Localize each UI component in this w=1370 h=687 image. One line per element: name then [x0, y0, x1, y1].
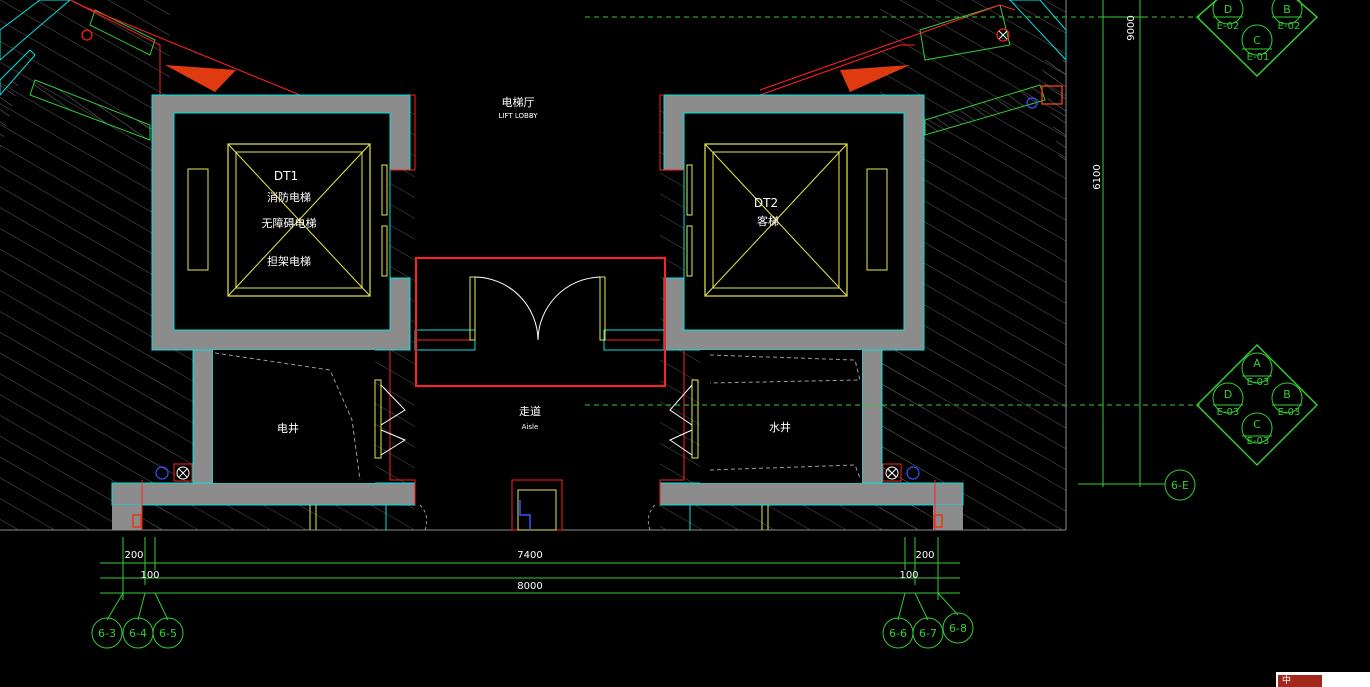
tag-mid-bottom-code: E-03: [1247, 436, 1270, 447]
ime-status-label: 中: [1278, 675, 1322, 687]
tag-top-right-code: E-02: [1278, 21, 1301, 32]
tag-mid-top-code: E-03: [1247, 377, 1270, 388]
aisle-cn: 走道: [519, 404, 541, 418]
tag-top-bottom-code: E-01: [1247, 52, 1270, 63]
dim-right-100: 100: [899, 570, 918, 581]
section-tag-top: D B E-02 E-02 C E-01: [1195, 0, 1319, 78]
top-left-stair: [0, 0, 410, 150]
dt2-line1: 客梯: [757, 214, 779, 228]
dt1-line3: 担架电梯: [267, 254, 311, 268]
grid-bubble-6-7: 6-7: [919, 627, 937, 640]
elec-shaft-label: 电井: [277, 421, 299, 435]
dim-6100: 6100: [1092, 164, 1103, 189]
dt1-code: DT1: [274, 169, 298, 183]
red-wall-outlines: [141, 94, 936, 530]
grid-bubble-6-5: 6-5: [159, 627, 177, 640]
grid-bubble-6e-label: 6-E: [1171, 479, 1189, 492]
tag-top-d: D: [1224, 3, 1232, 16]
section-tag-mid: A E-03 D B E-03 E-03 C E-03: [1195, 343, 1319, 467]
grid-bubble-6-3: 6-3: [98, 627, 116, 640]
tag-top-b: B: [1283, 3, 1291, 16]
tag-mid-b: B: [1283, 388, 1291, 401]
dim-left-100: 100: [140, 570, 159, 581]
tag-mid-d: D: [1224, 388, 1232, 401]
tag-mid-c: C: [1253, 418, 1261, 431]
shaft-walls: [111, 94, 964, 530]
dim-7400: 7400: [517, 550, 542, 561]
shaft-doors: [214, 352, 861, 481]
aisle-en: Aisle: [522, 423, 539, 431]
bottom-center-stair: [309, 479, 769, 531]
dt1-line2: 无障碍电梯: [262, 216, 317, 230]
bottom-dimensions: 200 100 7400 100 200 8000: [100, 537, 960, 600]
tag-mid-right-code: E-03: [1278, 407, 1301, 418]
tag-top-left-code: E-02: [1217, 21, 1240, 32]
central-double-door: [414, 276, 665, 351]
dt1-line1: 消防电梯: [267, 190, 311, 204]
highlight-box: [415, 257, 666, 387]
lift-lobby-en: LIFT LOBBY: [498, 112, 538, 120]
elevator-car-dt2: [686, 143, 888, 297]
tag-mid-a: A: [1253, 357, 1261, 370]
bottom-grid-bubbles: 6-3 6-4 6-5 6-6 6-7 6-8: [91, 592, 974, 649]
dim-left-200: 200: [124, 550, 143, 561]
grid-bubble-6-4: 6-4: [129, 627, 147, 640]
grid-bubble-6-6: 6-6: [889, 627, 907, 640]
room-labels: 电梯厅 LIFT LOBBY 走道 Aisle 电井 水井 DT1 消防电梯 无…: [262, 96, 792, 435]
equipment-symbols: [132, 463, 943, 528]
ime-status-tab[interactable]: 中: [1276, 672, 1370, 687]
grid-bubble-6e: 6-E: [1164, 469, 1196, 501]
tag-top-c: C: [1253, 34, 1261, 47]
dim-8000: 8000: [517, 581, 542, 592]
vertical-dimensions: 9000 6100: [1092, 0, 1145, 487]
dim-right-200: 200: [915, 550, 934, 561]
dt2-code: DT2: [754, 196, 778, 210]
lift-lobby-cn: 电梯厅: [502, 96, 535, 109]
water-shaft-label: 水井: [769, 420, 791, 434]
dim-9000: 9000: [1126, 15, 1137, 40]
tag-mid-left-code: E-03: [1217, 407, 1240, 418]
grid-bubble-6-8: 6-8: [949, 622, 967, 635]
elevator-car-dt1: [187, 143, 388, 297]
